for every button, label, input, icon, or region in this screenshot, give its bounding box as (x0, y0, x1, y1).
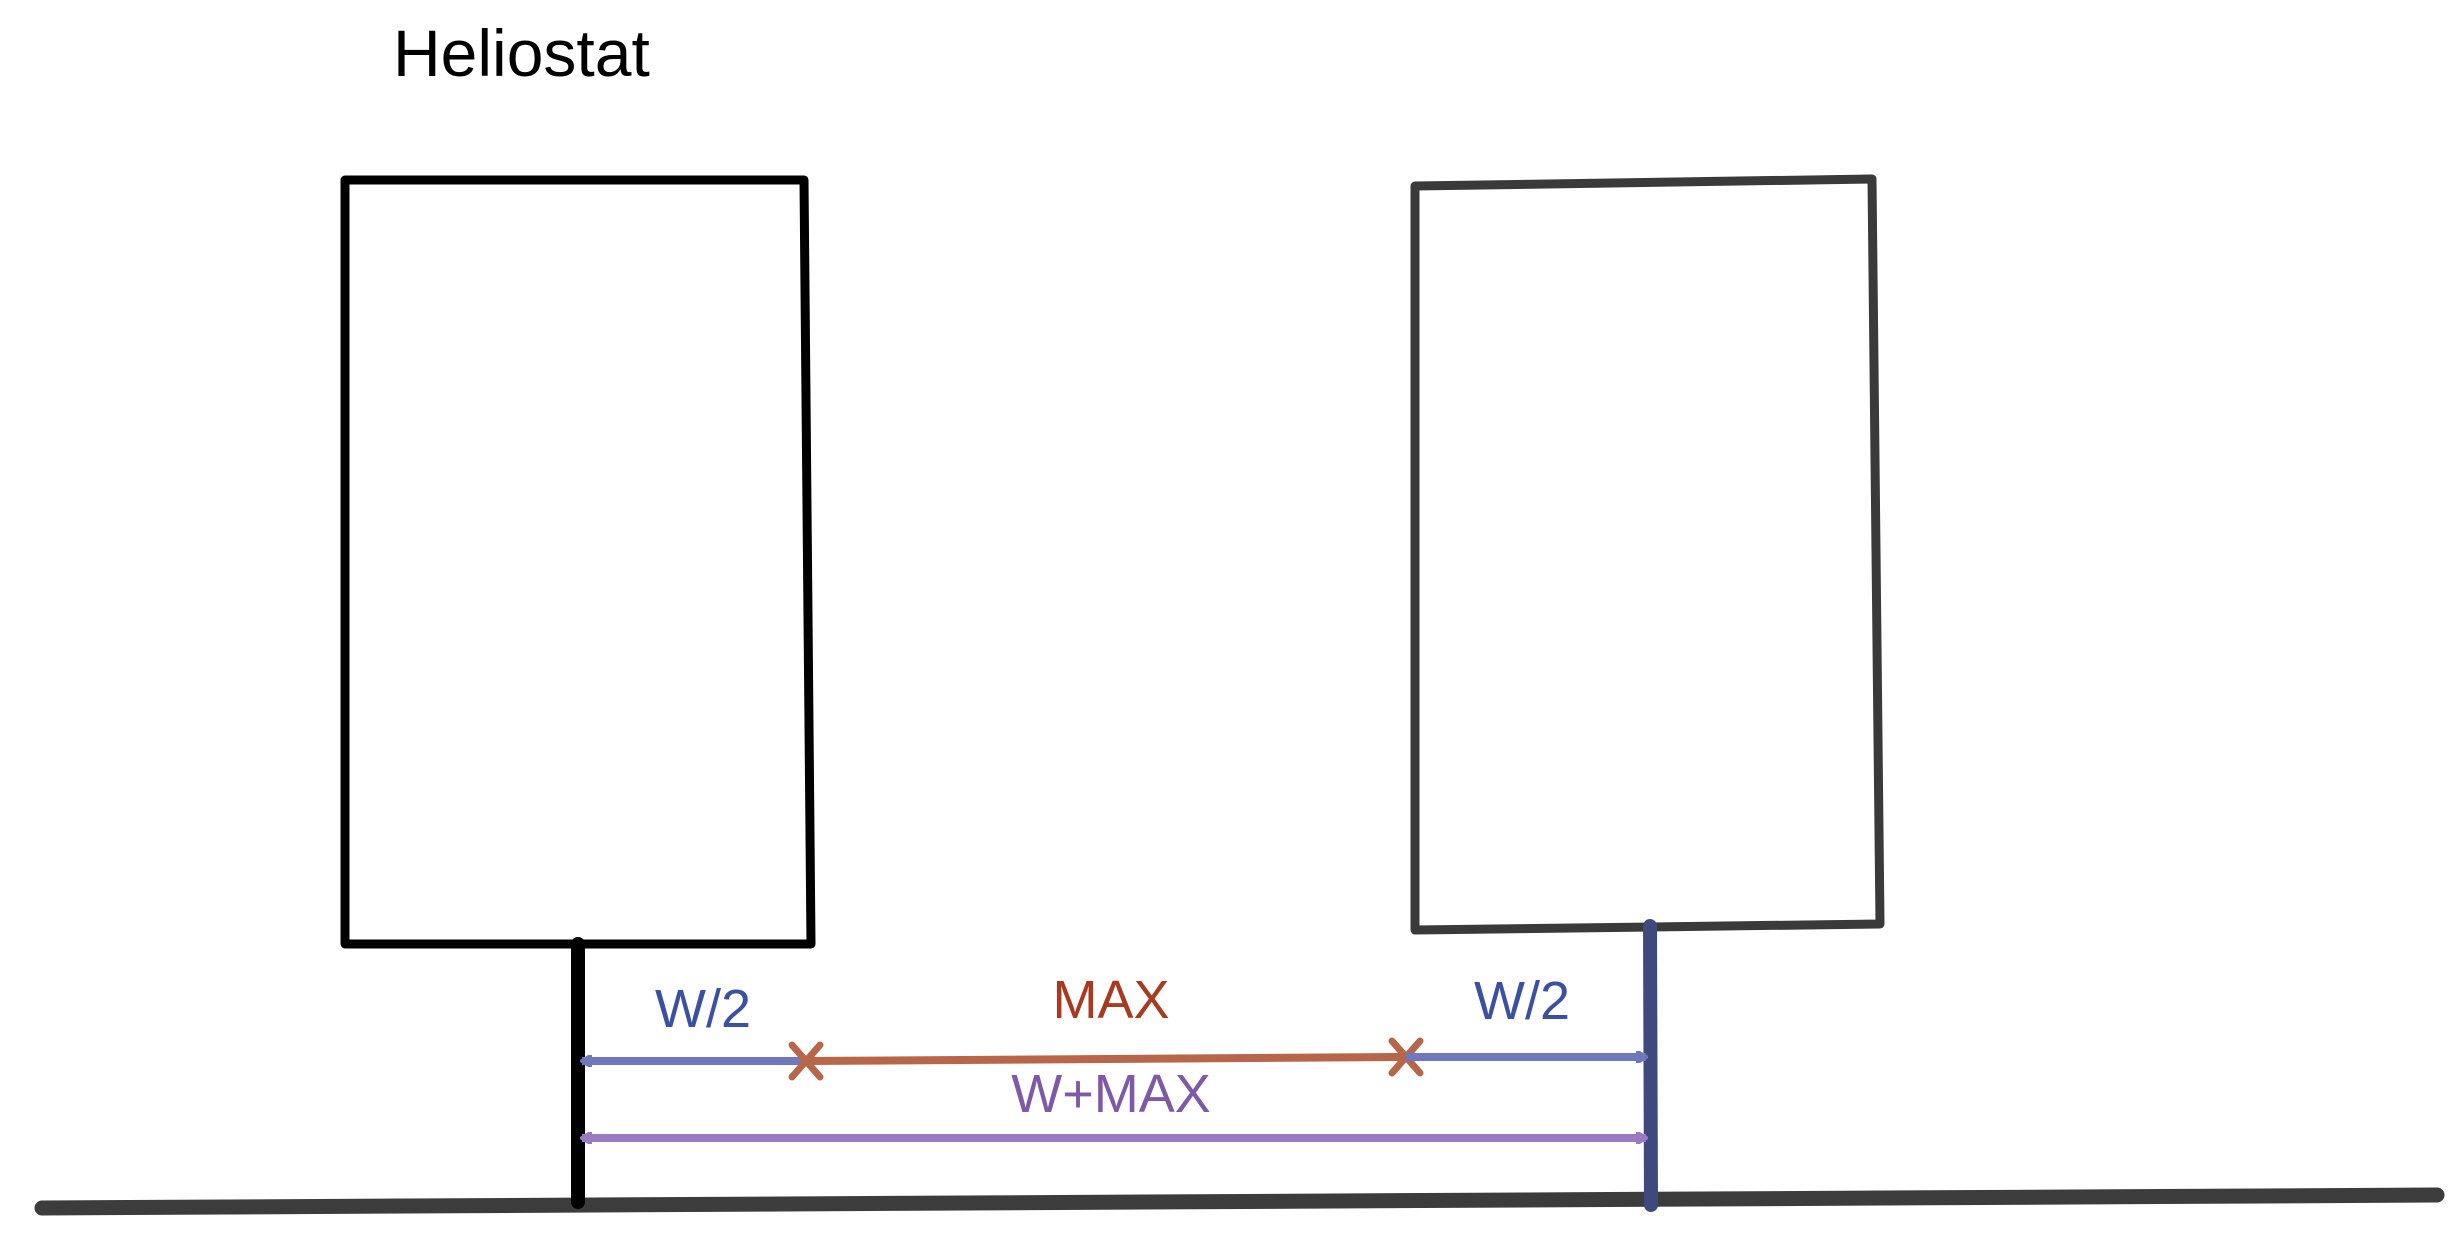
right-heliostat-pole (1643, 919, 1658, 1212)
left-cross-marker (788, 1041, 824, 1081)
left-half-width-label: W/2 (655, 979, 751, 1039)
diagram-title: Heliostat (393, 16, 650, 90)
total-spacing-label: W+MAX (1011, 1064, 1211, 1124)
right-heliostat-mirror (1410, 174, 1885, 935)
right-half-width-label: W/2 (1474, 971, 1570, 1031)
max-gap-line (805, 1053, 1407, 1065)
ground-line (34, 1187, 2445, 1216)
left-heliostat-mirror (340, 175, 816, 949)
max-gap-label: MAX (1052, 970, 1169, 1030)
